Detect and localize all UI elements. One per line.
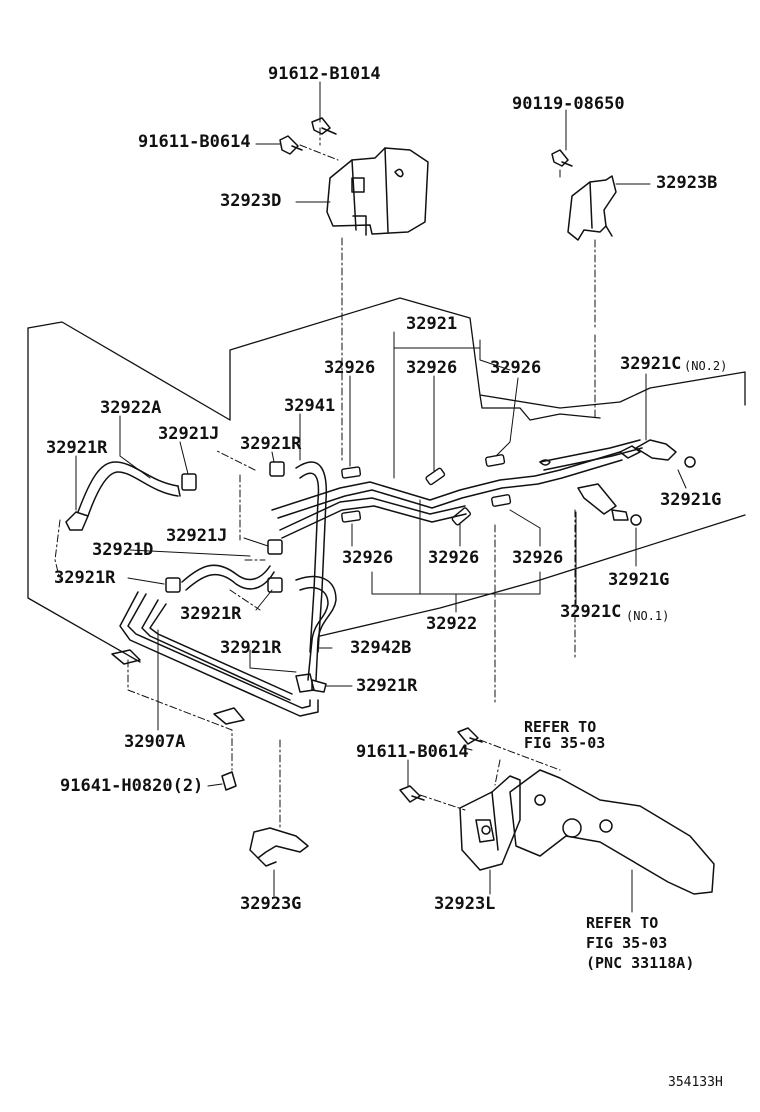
label-32923b: 32923B: [656, 173, 718, 193]
pipe-32907a: [119, 591, 319, 717]
label-32921j-b: 32921J: [166, 526, 228, 546]
clip-32921j-lower: [267, 539, 283, 555]
hose-32941: [295, 461, 328, 653]
label-32923l: 32923L: [434, 894, 496, 914]
label-90119-08650: 90119-08650: [512, 94, 625, 114]
label-32921r-b: 32921R: [240, 434, 302, 454]
label-32923g: 32923G: [240, 894, 302, 914]
hose-32922a: [77, 461, 181, 517]
label-32926-c: 32926: [490, 358, 542, 378]
bracket-32923b: [567, 175, 617, 241]
label-32921r-d: 32921R: [180, 604, 242, 624]
label-32921r-f: 32921R: [356, 676, 418, 696]
bracket-32923l: [459, 775, 521, 871]
bolt-91611-b0614-top: [279, 135, 303, 155]
label-91611-b0614-top: 91611-B0614: [138, 132, 251, 152]
label-32921: 32921: [406, 314, 458, 334]
chassis-outline: [27, 297, 746, 663]
bolt-91612-b1014: [311, 117, 337, 135]
label-32926-f: 32926: [512, 548, 564, 568]
label-91611-b0614-bot: 91611-B0614: [356, 742, 469, 762]
label-32926-a: 32926: [324, 358, 376, 378]
label-32942b: 32942B: [350, 638, 412, 658]
label-32921c-no1: 32921C: [560, 602, 622, 622]
connector-32921c-no1: [577, 483, 642, 526]
bolt-refer-fig-top: [457, 727, 483, 745]
label-32926-b: 32926: [406, 358, 458, 378]
label-91612-b1014: 91612-B1014: [268, 64, 381, 84]
bolt-90119-08650: [551, 149, 573, 167]
label-32941: 32941: [284, 396, 336, 416]
label-refer-bot-2: FIG 35-03: [586, 934, 668, 952]
label-32926-e: 32926: [428, 548, 480, 568]
label-32921c-no2: 32921C: [620, 354, 682, 374]
clip-32921j-top: [181, 473, 197, 491]
label-32921d: 32921D: [92, 540, 154, 560]
label-refer-bot-1: REFER TO: [586, 914, 659, 932]
clip-32921r-lower: [165, 577, 181, 593]
label-32923d: 32923D: [220, 191, 282, 211]
label-32921j-a: 32921J: [158, 424, 220, 444]
label-32921r-c: 32921R: [54, 568, 116, 588]
label-32926-d: 32926: [342, 548, 394, 568]
label-32921r-a: 32921R: [46, 438, 108, 458]
clip-32921r-mid: [269, 461, 285, 477]
clip-32921r-left: [65, 511, 89, 531]
clip-32921r-bottom: [295, 673, 327, 693]
guide-lines: [54, 127, 596, 831]
clip-32923g: [249, 827, 309, 867]
bolt-91641-h0820: [221, 771, 237, 791]
hose-32921d: [181, 564, 275, 591]
union-tubes-32926: [341, 454, 512, 526]
label-no1: (NO.1): [626, 609, 670, 623]
label-refer-bot-3: (PNC 33118A): [586, 954, 695, 972]
hose-32942b: [295, 575, 337, 681]
label-refer-top-1: REFER TO: [524, 718, 597, 736]
label-91641-h0820: 91641-H0820(2): [60, 776, 204, 796]
label-32921g-a: 32921G: [660, 490, 722, 510]
label-32921g-b: 32921G: [608, 570, 670, 590]
label-32922a: 32922A: [100, 398, 162, 418]
leader-lines: [75, 81, 687, 913]
label-no2: (NO.2): [684, 359, 728, 373]
label-32907a: 32907A: [124, 732, 186, 752]
label-refer-top-2: FIG 35-03: [524, 734, 606, 752]
brake-lines: [271, 439, 643, 539]
connector-32921c-no2: [539, 439, 696, 468]
bracket-refer-fig: [509, 769, 715, 895]
label-32922: 32922: [426, 614, 478, 634]
pipe-brackets: [111, 649, 245, 725]
figure-id: 354133H: [668, 1075, 723, 1090]
bolt-91611-b0614-bot: [399, 785, 425, 803]
label-32921r-e: 32921R: [220, 638, 282, 658]
bracket-32923d: [326, 147, 429, 236]
clip-32921r-upper-right: [267, 577, 283, 593]
